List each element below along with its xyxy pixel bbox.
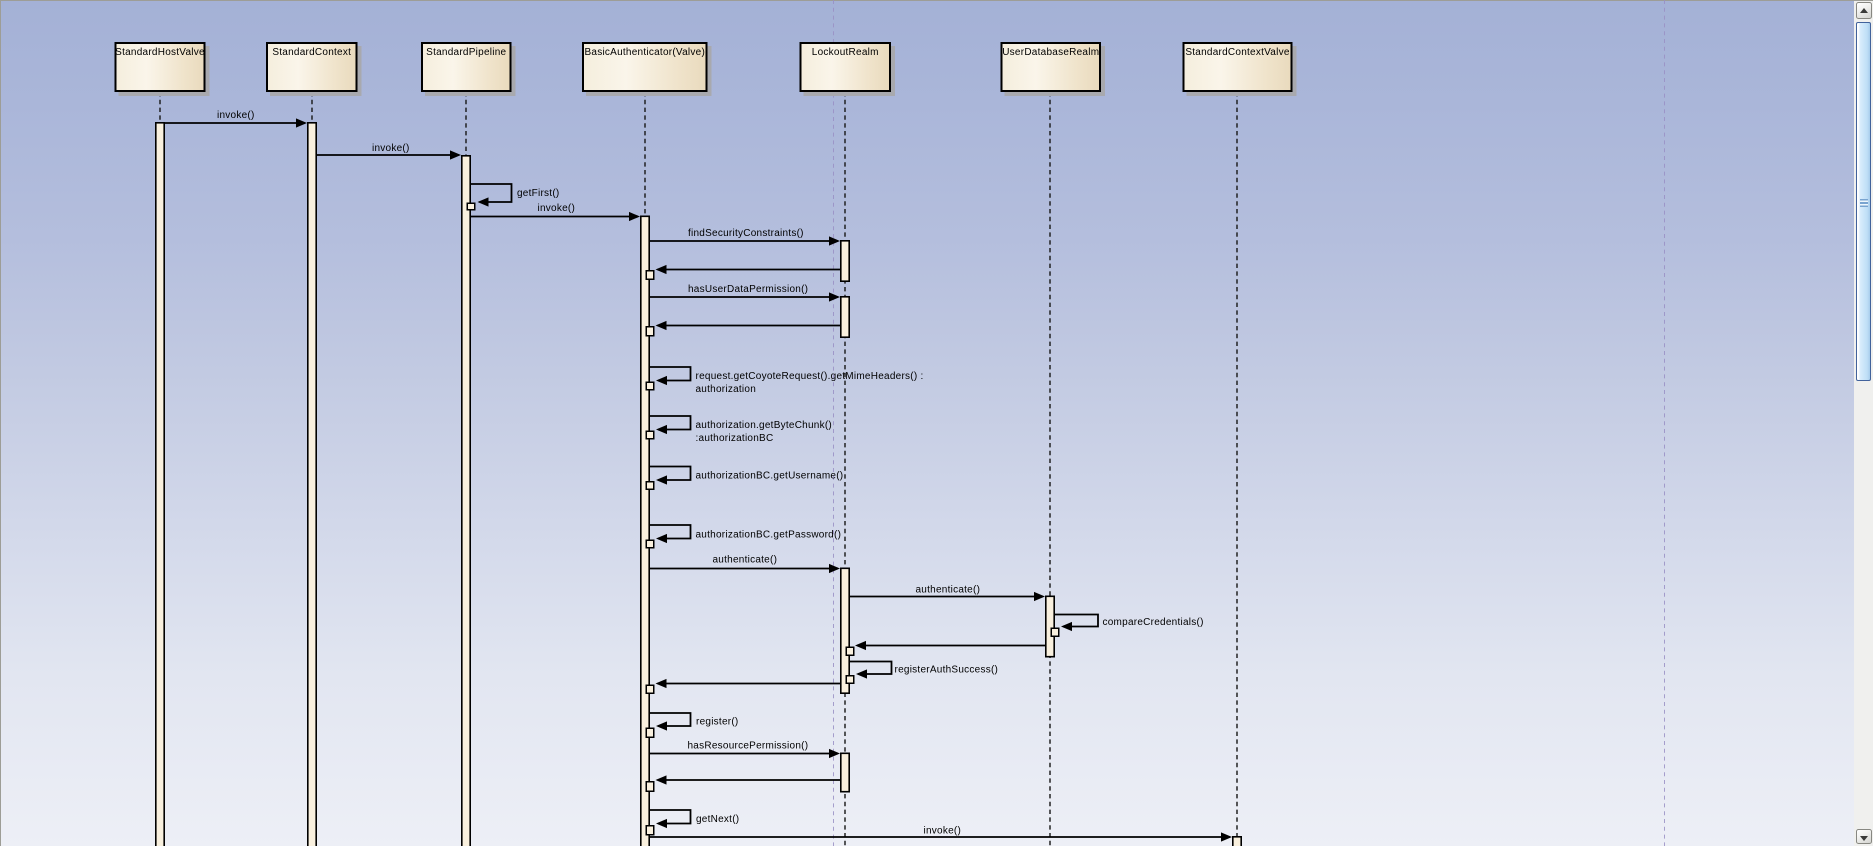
svg-text:compareCredentials(): compareCredentials() — [1103, 617, 1204, 628]
svg-text:authenticate(): authenticate() — [916, 585, 981, 596]
svg-text:findSecurityConstraints(): findSecurityConstraints() — [688, 228, 804, 239]
svg-text:invoke(): invoke() — [924, 826, 962, 837]
svg-text:UserDatabaseRealm: UserDatabaseRealm — [1002, 47, 1099, 58]
svg-text:request.getCoyoteRequest().get: request.getCoyoteRequest().getMimeHeader… — [696, 371, 924, 382]
svg-text::authorizationBC: :authorizationBC — [696, 433, 774, 444]
svg-text:StandardPipeline: StandardPipeline — [426, 47, 506, 58]
svg-text:registerAuthSuccess(): registerAuthSuccess() — [895, 665, 999, 676]
svg-text:invoke(): invoke() — [538, 203, 576, 214]
svg-text:StandardHostValve: StandardHostValve — [115, 47, 205, 58]
svg-text:getNext(): getNext() — [696, 814, 739, 825]
svg-text:getFirst(): getFirst() — [517, 188, 560, 199]
svg-text:authorization.getByteChunk(): authorization.getByteChunk() — [696, 420, 833, 431]
svg-text:hasUserDataPermission(): hasUserDataPermission() — [688, 284, 808, 295]
svg-text:authorizationBC.getUsername(): authorizationBC.getUsername() — [696, 471, 844, 482]
svg-text:authenticate(): authenticate() — [713, 555, 778, 566]
svg-text:authorizationBC.getPassword(): authorizationBC.getPassword() — [696, 530, 842, 541]
svg-text:invoke(): invoke() — [372, 143, 410, 154]
svg-text:authorization: authorization — [696, 384, 757, 395]
svg-text:register(): register() — [696, 717, 739, 728]
svg-text:StandardContextValve: StandardContextValve — [1185, 47, 1290, 58]
svg-text:StandardContext: StandardContext — [272, 47, 351, 58]
svg-text:LockoutRealm: LockoutRealm — [812, 47, 879, 58]
svg-text:invoke(): invoke() — [217, 110, 255, 121]
svg-text:BasicAuthenticator(Valve): BasicAuthenticator(Valve) — [584, 47, 705, 58]
svg-text:hasResourcePermission(): hasResourcePermission() — [688, 741, 809, 752]
